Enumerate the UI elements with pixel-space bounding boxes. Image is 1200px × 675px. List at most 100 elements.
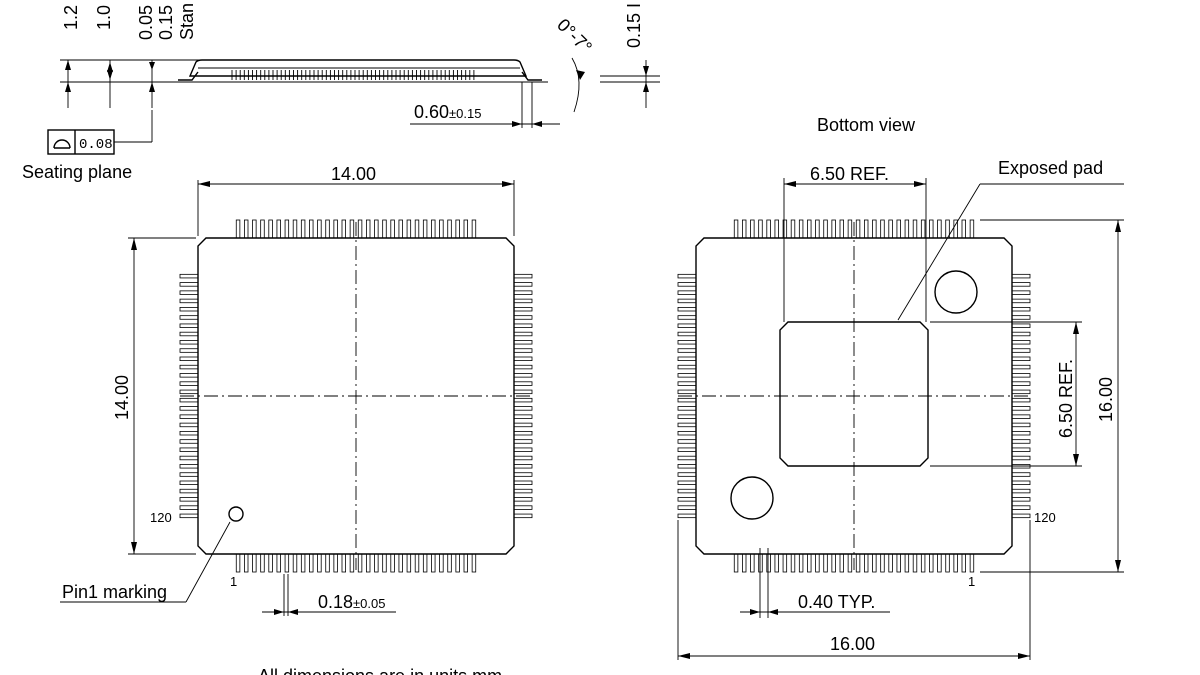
lead [513,480,533,485]
lead [513,497,533,502]
lead [390,219,395,239]
lead [677,356,697,361]
lead [904,219,910,239]
bottom-view-title: Bottom view [817,115,916,135]
top-height-label: 14.00 [112,375,132,420]
dim-lead-thickness: 0.15 I [624,3,644,48]
lead [513,513,533,519]
lead [431,219,436,239]
lead [179,331,199,337]
lead [677,480,697,485]
pin1-marking-label: Pin1 marking [62,582,167,602]
lead [513,472,533,477]
lead [179,397,199,403]
lead [937,219,942,239]
overall-width-label: 16.00 [830,634,875,654]
lead [179,315,199,320]
lead [929,219,934,239]
lead [243,219,249,239]
lead [677,348,697,353]
lead [953,553,958,573]
lead [179,306,199,312]
lead [414,553,420,573]
lead [855,553,861,573]
lead [455,553,460,573]
lead [179,513,199,519]
lead [677,430,697,436]
pitch-label: 0.40 TYP. [798,592,875,612]
lead [471,553,477,573]
lead [179,323,199,328]
lead [864,553,869,573]
lead [333,219,338,239]
lead [896,553,901,573]
lead [179,505,199,510]
lead [961,219,966,239]
lead [733,219,739,239]
lead [677,464,697,469]
lead [513,306,533,312]
lead [969,219,975,239]
lead [513,488,533,494]
lead [677,315,697,320]
top-view: 14.00 14.00 120 1 Pin1 marking 0.18±0.05 [60,164,533,616]
lead [431,553,436,573]
bottom-pin-120: 120 [1034,510,1056,525]
lead [406,553,412,573]
lead [1011,282,1031,287]
lead [677,306,697,312]
lead [807,553,812,573]
lead [677,422,697,428]
side-leads [231,70,475,80]
lead [945,553,950,573]
lead [815,553,820,573]
lead [179,430,199,436]
lead [179,290,199,295]
lead [317,553,322,573]
flatness-frame: 0.08 [47,110,153,155]
lead [374,219,379,239]
lead [1011,422,1031,428]
lead [774,219,779,239]
lead [677,447,697,452]
lead [179,348,199,353]
lead [855,219,861,239]
lead [179,298,199,304]
lead [798,219,804,239]
lead [750,219,755,239]
lead [300,553,306,573]
lead [677,472,697,477]
lead [268,219,273,239]
lead [677,455,697,461]
pin1-marker-dot [228,506,244,522]
lead [179,447,199,452]
side-view: 1.2 1.0 0.05 0.15 Stan 0.15 I 0.60±0.15 [22,3,660,182]
lead [1011,513,1031,519]
lead [300,219,306,239]
lead [823,219,828,239]
lead [284,219,290,239]
lead [513,323,533,328]
lead [677,323,697,328]
pad-width-label: 6.50 REF. [810,164,889,184]
lead [766,219,771,239]
lead [179,414,199,419]
lead [390,553,395,573]
lead [1011,406,1031,411]
lead [888,219,893,239]
lead [750,553,755,573]
exposed-pad [779,321,929,467]
lead [1011,273,1031,279]
lead [1011,439,1031,444]
lead [513,397,533,403]
lead [880,553,885,573]
lead [179,373,199,378]
lead [513,282,533,287]
mold-mark-lower [730,476,774,520]
lead [1011,389,1031,395]
lead-width-label: 0.18±0.05 [318,592,385,612]
footer-note: All dimensions are in units mm [258,666,502,675]
lead [179,406,199,411]
lead [1011,488,1031,494]
pad-height-label: 6.50 REF. [1056,359,1076,438]
